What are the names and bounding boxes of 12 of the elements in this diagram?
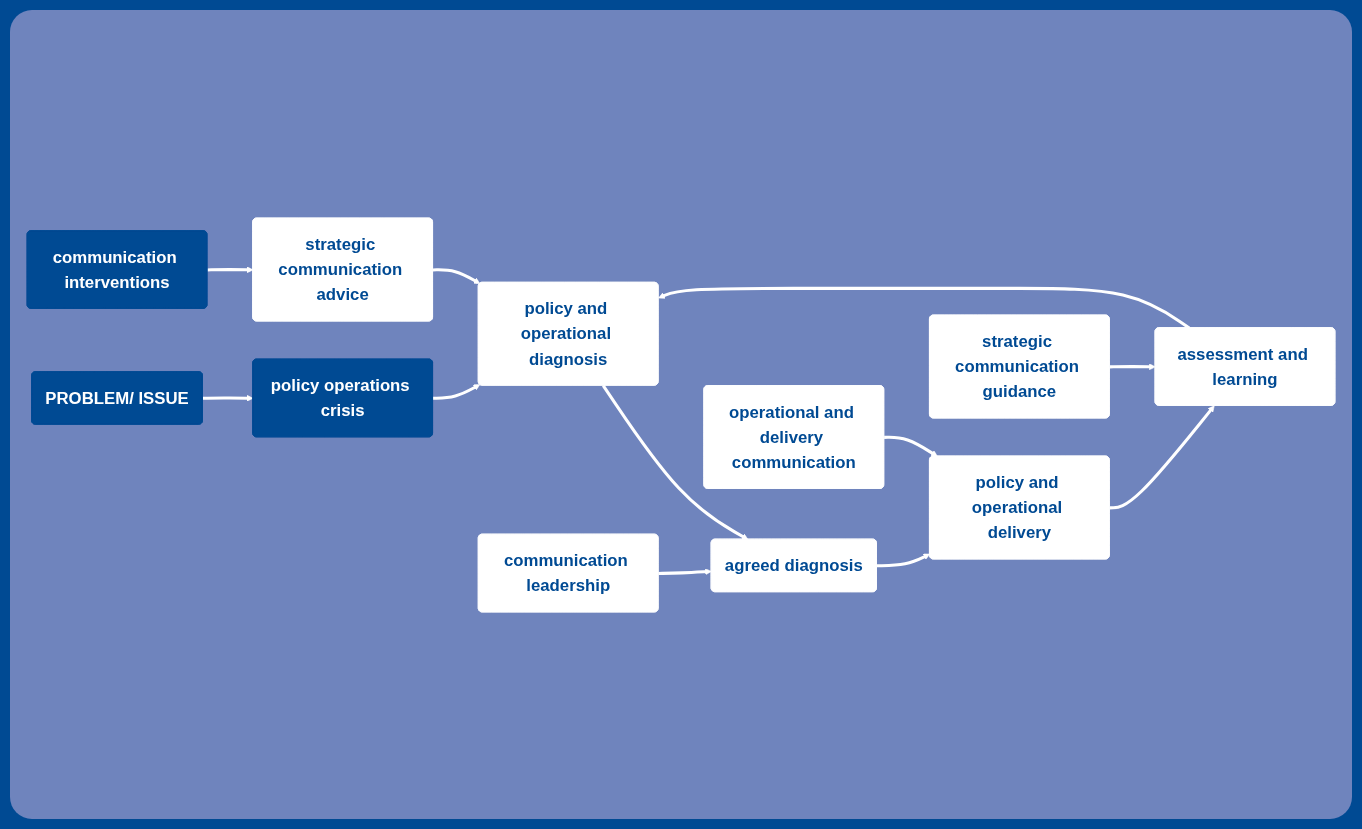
arrow [432, 383, 481, 400]
arrow [876, 553, 931, 567]
flowchart: PROBLEM/ ISSUE policy operations crisis policy and operational diagnosis agreed diagnosis policy and operational delivery assessment and learning communication interventions strategic communication advice communication leadership operational and delivery communication strategic communication guidance [21, 19, 1341, 810]
arrow [1109, 404, 1215, 509]
arrow [884, 435, 938, 457]
arrow [202, 394, 254, 402]
arrow [658, 567, 712, 575]
arrow [658, 286, 1191, 329]
arrow [207, 265, 254, 273]
arrow [1109, 362, 1156, 370]
arrow [432, 267, 481, 284]
arrow [601, 384, 749, 540]
